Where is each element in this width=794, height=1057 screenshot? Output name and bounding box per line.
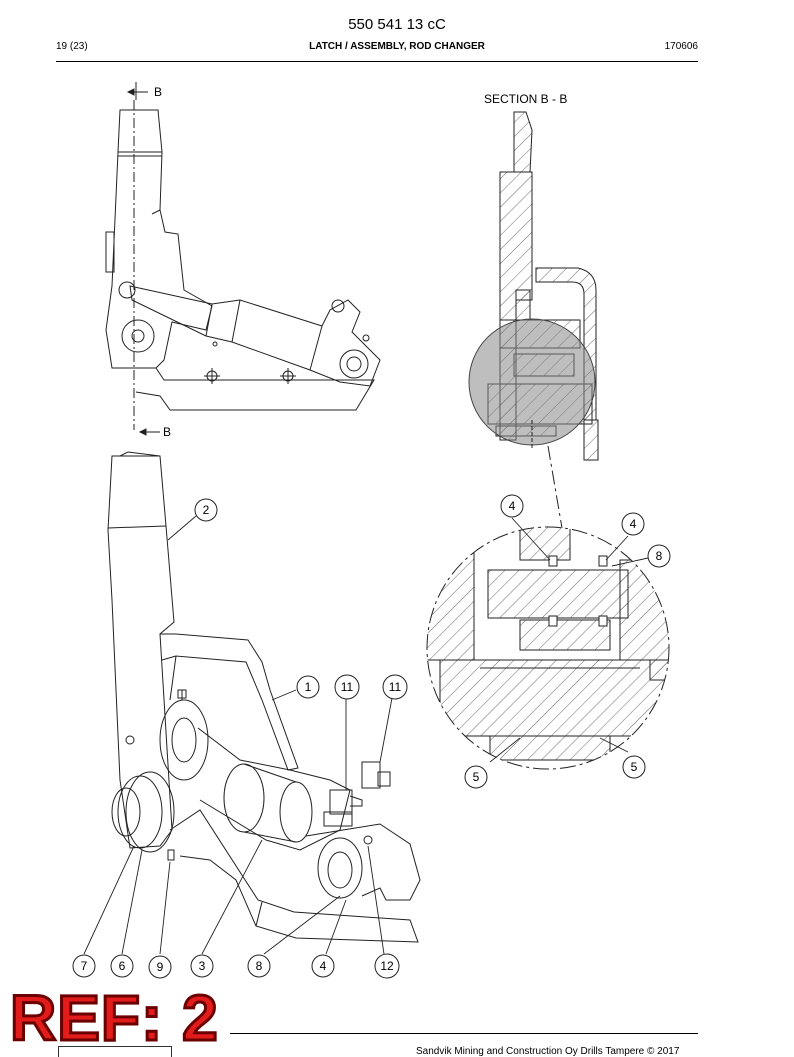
svg-text:11: 11 [341, 680, 354, 694]
svg-text:1: 1 [305, 680, 312, 694]
callout-6: 6 [110, 954, 134, 978]
svg-text:5: 5 [631, 760, 638, 774]
svg-text:4: 4 [320, 959, 327, 973]
footer-rule [230, 1033, 698, 1034]
detail-leader [547, 445, 563, 529]
callout-3: 3 [190, 954, 214, 978]
svg-text:7: 7 [81, 959, 88, 973]
svg-text:5: 5 [473, 770, 480, 784]
callout-4: 4 [311, 954, 335, 978]
callout-9: 9 [148, 955, 172, 979]
callout-11: 11 [334, 674, 360, 700]
svg-text:3: 3 [199, 959, 206, 973]
page-title: LATCH / ASSEMBLY, ROD CHANGER [309, 41, 485, 52]
svg-text:4: 4 [509, 499, 516, 513]
callout-12: 12 [374, 953, 400, 979]
page-number: 19 (23) [56, 41, 88, 52]
callout-8: 8 [647, 544, 671, 568]
svg-text:12: 12 [380, 959, 394, 973]
svg-text:4: 4 [630, 517, 637, 531]
callout-11: 11 [382, 674, 408, 700]
callout-1: 1 [296, 675, 320, 699]
svg-text:11: 11 [389, 680, 402, 694]
section-title: SECTION B - B [484, 92, 567, 106]
svg-text:8: 8 [256, 959, 263, 973]
svg-text:9: 9 [157, 960, 164, 974]
callout-5: 5 [622, 755, 646, 779]
reference-stamp: REF: 2 [9, 982, 220, 1054]
document-number: 550 541 13 cC [348, 16, 446, 33]
side-view-top [105, 82, 381, 436]
callout-2: 2 [194, 498, 218, 522]
callout-balloons: 2 1 11 11 4 4 8 5 5 7 6 9 3 8 4 12 [72, 494, 671, 979]
footer-copyright: Sandvik Mining and Construction Oy Drill… [416, 1046, 680, 1057]
isometric-view [107, 451, 421, 943]
section-view [468, 111, 599, 461]
callout-4: 4 [621, 512, 645, 536]
svg-text:6: 6 [119, 959, 126, 973]
sandvik-logo [58, 1046, 172, 1057]
section-marker-bottom: B [163, 425, 171, 439]
callout-5: 5 [464, 765, 488, 789]
svg-text:2: 2 [203, 503, 210, 517]
callout-4: 4 [500, 494, 524, 518]
date-code: 170606 [664, 41, 698, 52]
leader-lines [83, 515, 649, 955]
callout-7: 7 [72, 954, 96, 978]
detail-view [426, 526, 670, 770]
svg-text:8: 8 [656, 549, 663, 563]
section-marker-top: B [154, 85, 162, 99]
header-rule [56, 61, 698, 62]
callout-8: 8 [247, 954, 271, 978]
